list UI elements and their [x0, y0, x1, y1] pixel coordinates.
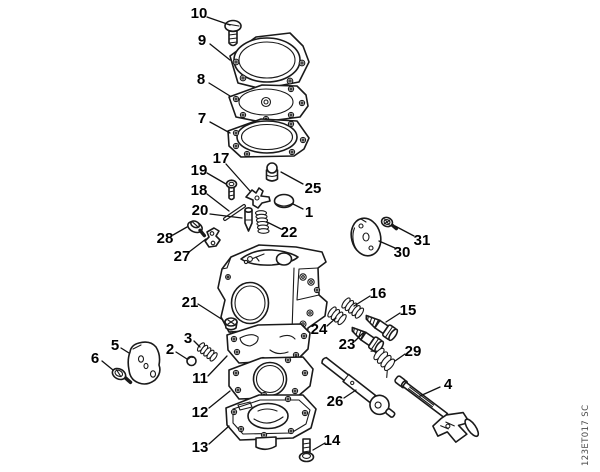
callout-17: 17 — [213, 150, 230, 167]
callout-12: 12 — [192, 404, 209, 421]
part-13-pump-body-cover — [225, 394, 317, 451]
part-3-check-spring — [196, 342, 218, 362]
callout-30: 30 — [394, 244, 411, 261]
part-6-throttle-disc-screw — [111, 367, 133, 385]
callout-1: 1 — [305, 204, 313, 221]
callout-25: 25 — [305, 180, 322, 197]
callout-20: 20 — [192, 202, 209, 219]
callout-22: 22 — [281, 224, 298, 241]
drawing-code: 123ET017 SC — [581, 405, 591, 466]
callout-13: 13 — [192, 439, 209, 456]
part-8-metering-diaphragm — [228, 84, 309, 123]
part-15-high-speed-screw — [365, 314, 399, 342]
part-20-inlet-needle — [244, 207, 253, 232]
leader-lines — [101, 16, 441, 451]
part-29-shaft-spring — [370, 347, 396, 379]
part-14-cover-screw — [298, 438, 315, 463]
callout-7: 7 — [198, 110, 206, 127]
part-23-low-speed-screw — [351, 326, 385, 354]
callout-21: 21 — [182, 294, 199, 311]
callout-19: 19 — [191, 162, 208, 179]
part-4-throttle-shaft — [394, 375, 480, 443]
callout-15: 15 — [400, 302, 417, 319]
callout-28: 28 — [157, 230, 174, 247]
part-1-inlet-disc — [273, 193, 295, 209]
part-22-metering-spring — [254, 210, 270, 234]
callout-labels: 10 9 8 7 17 19 18 20 25 1 22 28 27 31 30… — [91, 5, 453, 456]
callout-16: 16 — [370, 285, 387, 302]
callout-18: 18 — [191, 182, 208, 199]
callout-29: 29 — [405, 343, 422, 360]
part-10-pump-cover-screw — [224, 19, 242, 47]
part-30-swivel-disc — [350, 217, 382, 257]
part-9-pump-cover — [229, 32, 310, 90]
part-7-metering-gasket — [227, 118, 310, 158]
part-24-adjust-spring — [327, 306, 347, 326]
callout-11: 11 — [192, 370, 208, 387]
part-2-check-ball — [186, 355, 197, 367]
part-28-washer-screw — [187, 220, 207, 238]
callout-5: 5 — [111, 337, 119, 354]
part-25-inlet-screen-plug — [265, 162, 279, 182]
part-31-swivel-screw — [380, 216, 398, 231]
callout-9: 9 — [198, 32, 206, 49]
part-21-body-plug — [224, 317, 238, 331]
callout-27: 27 — [174, 248, 191, 265]
callout-14: 14 — [324, 432, 341, 449]
part-19-lever-screw — [225, 179, 238, 201]
part-27-swivel-bracket — [204, 227, 221, 248]
part-5-throttle-disc — [127, 341, 161, 385]
callout-26: 26 — [327, 393, 344, 410]
callout-3: 3 — [184, 330, 192, 347]
part-17-metering-lever — [245, 187, 271, 209]
callout-23: 23 — [339, 336, 356, 353]
part-16-adjust-spring — [341, 297, 365, 319]
part-11-pump-gasket — [226, 323, 311, 364]
part-12-pump-diaphragm — [228, 356, 314, 400]
part-26-choke-shaft — [321, 356, 396, 418]
callout-2: 2 — [166, 341, 174, 358]
callout-24: 24 — [311, 321, 328, 338]
callout-10: 10 — [191, 5, 208, 22]
callout-6: 6 — [91, 350, 99, 367]
callout-31: 31 — [414, 232, 431, 249]
callout-4: 4 — [444, 376, 453, 393]
callout-8: 8 — [197, 71, 205, 88]
